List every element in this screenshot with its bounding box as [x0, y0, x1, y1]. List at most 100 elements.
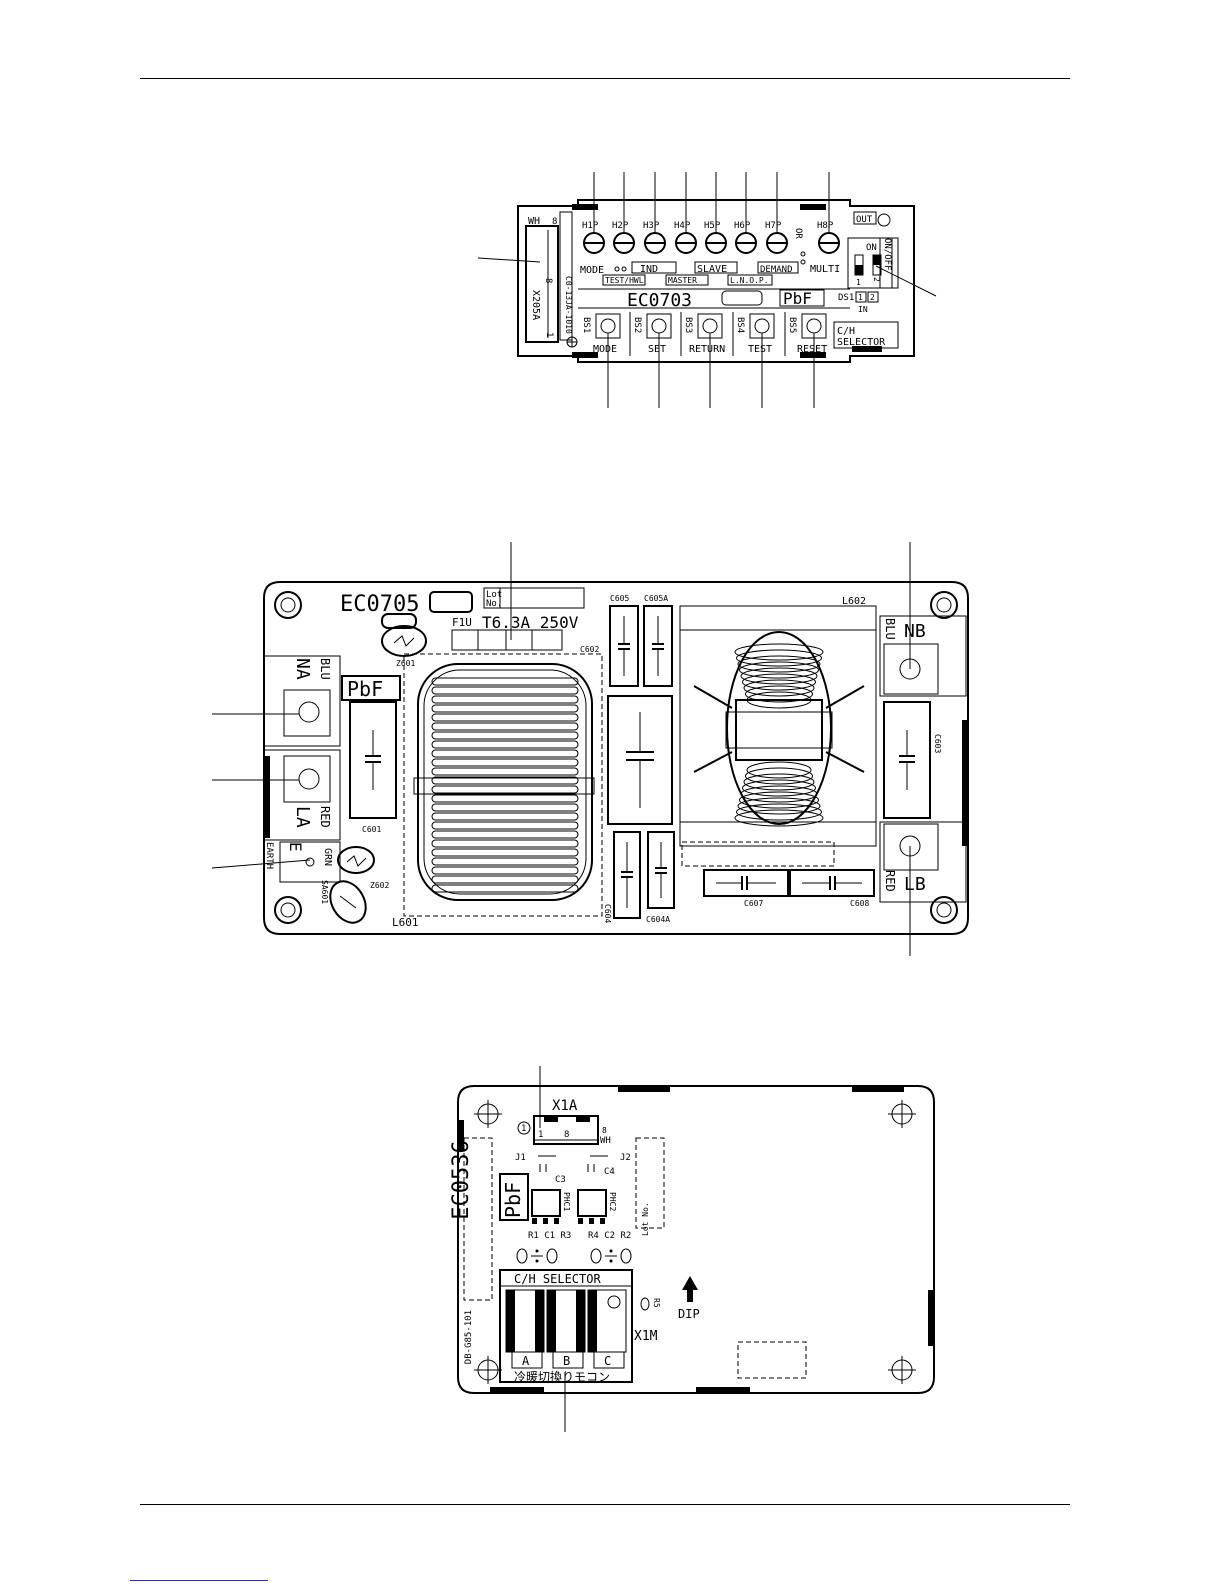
photocoupler-phc2: PHC2 [577, 1189, 617, 1224]
terminal-nb-label: NB [904, 621, 926, 642]
connector-x1a[interactable] [533, 1115, 599, 1145]
x1a-pin1: 1 [538, 1130, 543, 1140]
svg-text:BS3: BS3 [683, 317, 693, 333]
svg-text:C601: C601 [362, 825, 381, 834]
dip-switch-ds1[interactable]: OUT ON 1 2 DS1 1 2 IN ON/OFF [838, 211, 937, 314]
coil-winding [431, 686, 579, 695]
coil-winding [431, 731, 579, 740]
switch-bs4[interactable]: BS4 TEST [735, 313, 775, 355]
silk-mode: MODE [580, 265, 604, 276]
jumper-j1: J1 [515, 1153, 526, 1163]
silk-lnop: L.N.O.P. [730, 276, 769, 285]
svg-text:H4P: H4P [674, 221, 691, 231]
coil-winding [431, 821, 579, 830]
coil-winding [431, 704, 579, 713]
led-leaders [593, 172, 830, 233]
terminal-x1m-label: X1M [634, 1329, 658, 1344]
coil-winding [431, 857, 579, 866]
svg-text:C604A: C604A [646, 915, 670, 924]
silk-master: MASTER [668, 276, 697, 285]
terminal-na[interactable] [283, 689, 331, 737]
coil-winding [431, 695, 579, 704]
choke-l601-label: L601 [392, 916, 419, 929]
header-rule [140, 78, 1070, 79]
x1a-pin8-outer: 8 [602, 1126, 607, 1135]
switch-leaders [607, 333, 815, 408]
pin-label-8-inner: 8 [543, 278, 553, 283]
coil-winding [431, 839, 579, 848]
dip-arrow-icon [682, 1276, 698, 1302]
pin-label-8: 8 [552, 217, 557, 227]
mount-hole [930, 591, 958, 619]
lot-label: Lot No. [641, 1202, 650, 1236]
terminal-lb[interactable] [883, 823, 939, 871]
svg-text:RETURN: RETURN [689, 344, 725, 355]
capacitor-c605a: C605A [643, 594, 673, 687]
terminal-c[interactable]: C [587, 1289, 627, 1369]
svg-text:H7P: H7P [765, 221, 782, 231]
switch-bs3[interactable]: BS3 RETURN [683, 313, 725, 355]
selector-label: C/H SELECTOR [514, 1272, 601, 1286]
terminal-nb[interactable] [883, 643, 939, 695]
varistor-z601: Z601 [381, 613, 427, 668]
mount-hole [888, 1356, 916, 1384]
cap-c4: C4 [604, 1167, 615, 1177]
board-3-outline [457, 1085, 935, 1394]
led-h4p: H4P [674, 221, 697, 254]
switch-bs5[interactable]: BS5 RESET [787, 313, 827, 355]
coil-winding [431, 875, 579, 884]
capacitor-c607: C607 [703, 869, 789, 908]
coil-winding [743, 773, 815, 791]
svg-text:ON/OFF: ON/OFF [882, 238, 892, 271]
svg-text:DS1: DS1 [838, 293, 854, 303]
mount-hole [474, 1356, 502, 1384]
board-2-pbf: PbF [347, 677, 383, 701]
led-h8p: H8P [817, 221, 840, 254]
lot-label-2: No. [486, 599, 502, 609]
footer-link[interactable] [130, 1580, 268, 1581]
switch-bs2[interactable]: BS2 SET [632, 313, 672, 355]
coil-winding [734, 643, 824, 661]
svg-text:IN: IN [858, 305, 868, 314]
svg-text:C608: C608 [850, 899, 869, 908]
coil-winding [431, 803, 579, 812]
edge-tab [800, 352, 826, 358]
fuse-f1u[interactable] [451, 629, 563, 651]
board-3-pbf: PbF [501, 1182, 525, 1218]
board-1-code: EC0703 [627, 290, 692, 311]
terminal-la[interactable] [283, 755, 331, 803]
svg-text:C607: C607 [744, 899, 763, 908]
choke-l602 [693, 631, 865, 827]
svg-text:BS4: BS4 [735, 317, 745, 333]
capacitor-c603: C603 [883, 701, 942, 819]
terminal-b[interactable]: B [546, 1289, 586, 1369]
terminal-a[interactable]: A [505, 1289, 545, 1369]
svg-text:H6P: H6P [734, 221, 751, 231]
coil-winding [431, 884, 579, 893]
svg-text:C603: C603 [933, 734, 942, 753]
selector-label-2: SELECTOR [837, 337, 886, 348]
coil-winding [737, 797, 821, 815]
svg-text:ON: ON [866, 243, 877, 253]
resistor-row-left: R1 C1 R3 [528, 1231, 571, 1241]
svg-text:A: A [522, 1354, 530, 1368]
coil-winding [739, 661, 819, 679]
coil-winding [742, 779, 816, 797]
capacitor-c608: C608 [789, 869, 875, 908]
capacitor-c602-label: C602 [580, 645, 599, 654]
coil-winding [745, 767, 813, 785]
switch-bs1[interactable]: BS1 MODE [581, 313, 621, 355]
selector-jp-label: 冷暖切換りモコン [514, 1370, 610, 1384]
coil-winding [737, 655, 821, 673]
surge-absorber-sa601: SA601 [320, 880, 367, 924]
svg-text:SA601: SA601 [320, 880, 329, 904]
terminal-la-label: LA [292, 806, 313, 828]
svg-text:BS2: BS2 [632, 317, 642, 333]
lot-label-1: Lot [486, 590, 502, 600]
fuse-rating: T6.3A 250V [482, 613, 579, 632]
connector-x205a[interactable] [525, 225, 559, 343]
svg-text:H2P: H2P [612, 221, 629, 231]
wire-red-lb-label: RED [883, 870, 897, 892]
svg-text:BS5: BS5 [787, 317, 797, 333]
svg-text:C604: C604 [603, 904, 612, 923]
